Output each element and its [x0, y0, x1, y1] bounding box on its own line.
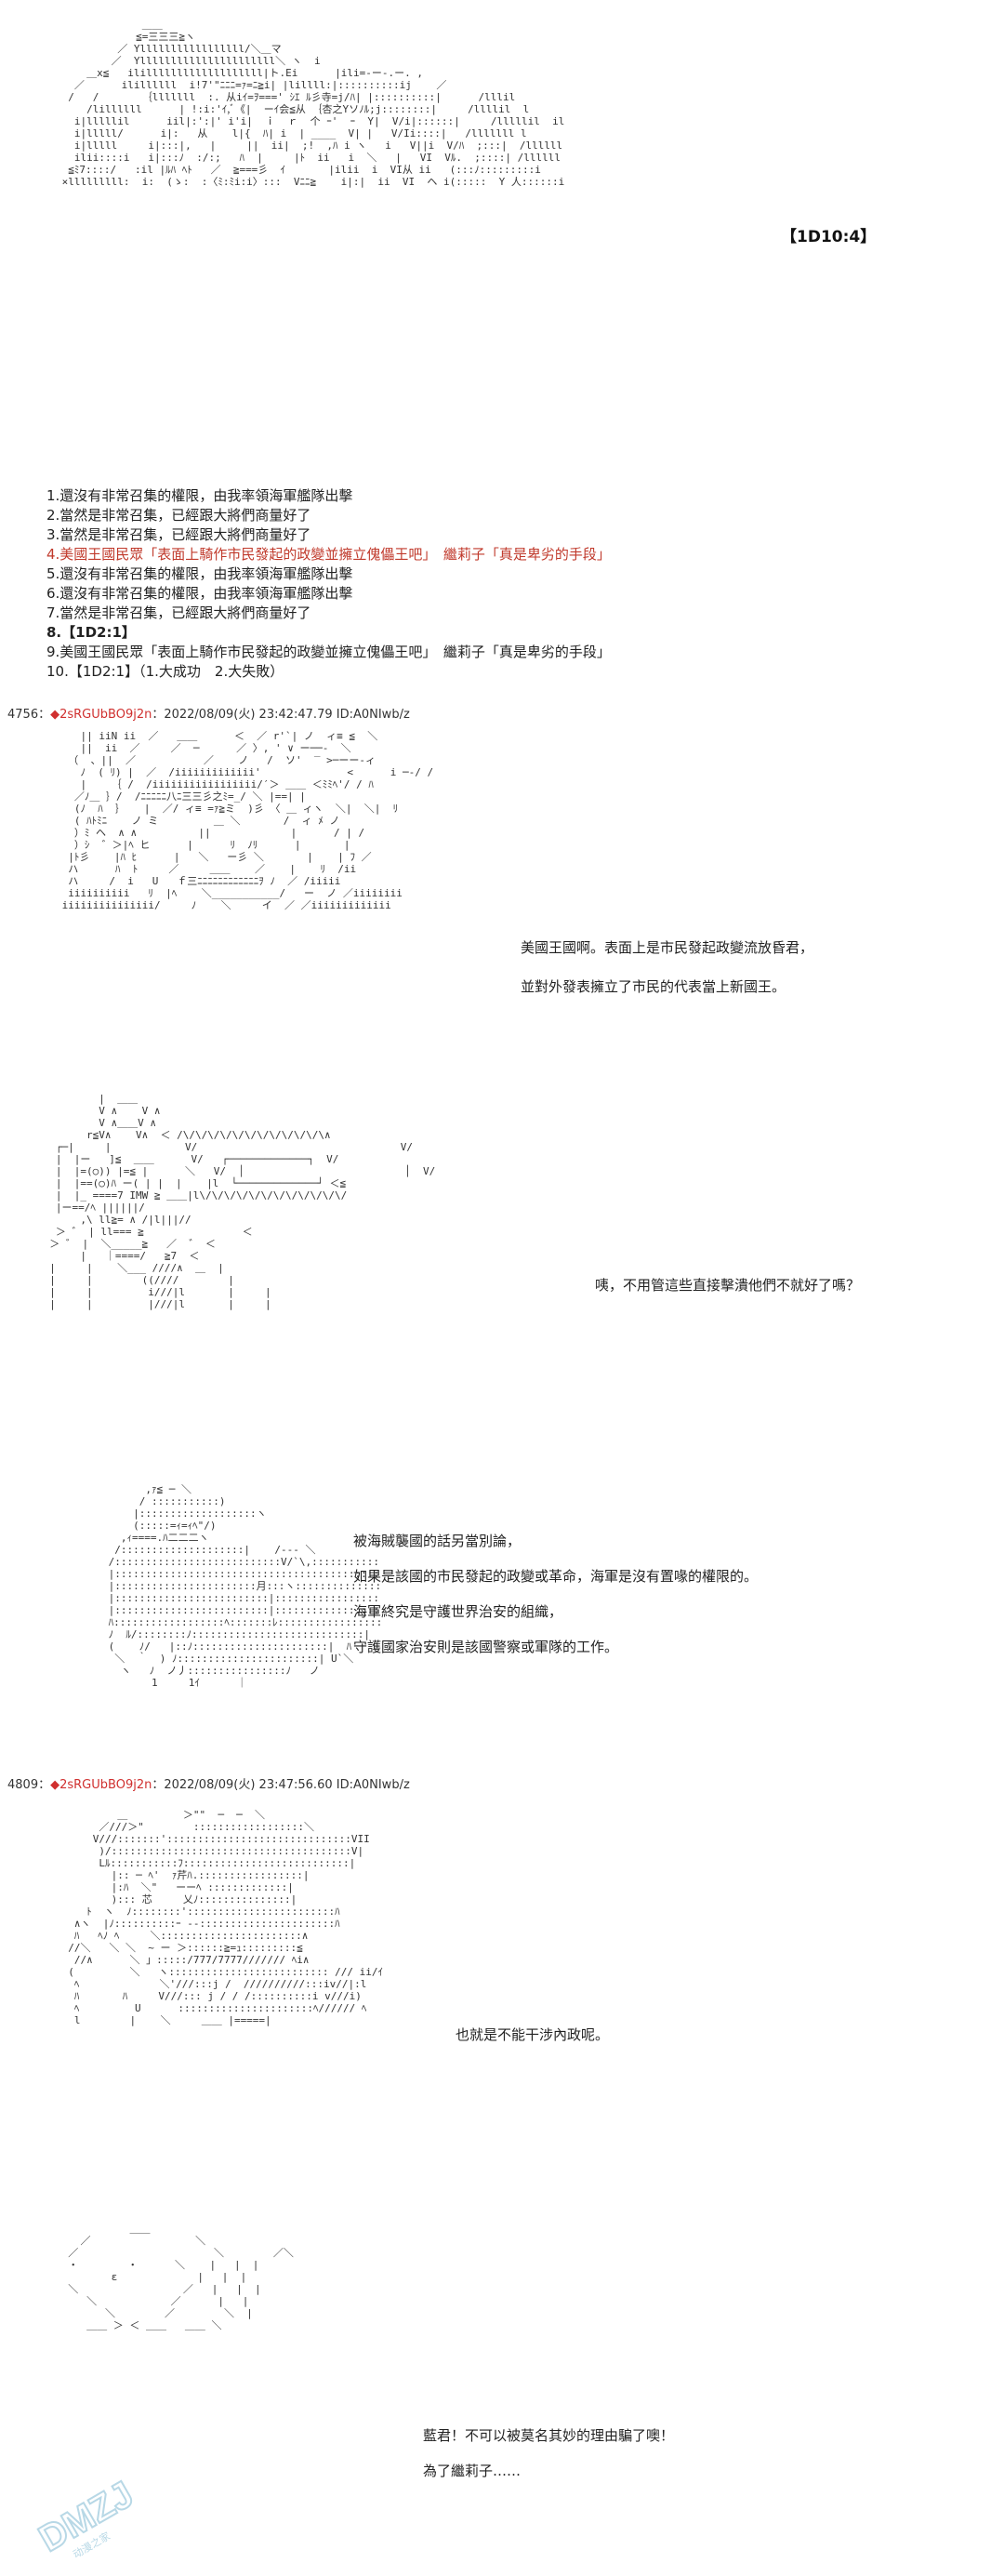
post-number[interactable]: 4809 — [7, 1778, 39, 1792]
post-header: 4809：◆2sRGUbBO9j2n：2022/08/09(火) 23:47:5… — [7, 1774, 410, 1792]
list-item: 7.當然是非常召集，已經跟大將們商量好了 — [46, 604, 311, 621]
dialogue-line: 為了繼莉子…… — [423, 2463, 522, 2479]
watermark-logo-group: DMZJ 动漫之家 — [32, 2474, 141, 2557]
dialogue-block: 藍君！不可以被莫名其妙的理由騙了噢！ 為了繼莉子…… — [423, 2418, 674, 2489]
dialogue-line: 美國王國啊。表面上是市民發起政變流放昏君， — [521, 939, 814, 956]
dialogue-line: 並對外發表擁立了市民的代表當上新國王。 — [521, 978, 786, 995]
post-separator: ： — [38, 708, 51, 722]
dialogue-line: 被海賊襲國的話另當別論， — [353, 1533, 522, 1549]
list-item: 5.還沒有非常召集的權限，由我率領海軍艦隊出擊 — [46, 565, 353, 582]
post-meta: ：2022/08/09(火) 23:47:56.60 ID:A0NIwb/z — [152, 1778, 410, 1792]
list-item: 3.當然是非常召集，已經跟大將們商量好了 — [46, 526, 311, 543]
poster-name[interactable]: ◆2sRGUbBO9j2n — [50, 708, 152, 722]
list-item: 10.【1D2:1】（1.大成功 2.大失敗） — [46, 663, 284, 680]
ascii-art-figure: ＿＿ ／ ＼ ／ ＼ ／＼ ・ ・ ＼ | | | ε | | | ＼ ／ | … — [68, 2223, 294, 2331]
watermark-logo: DMZJ 动漫之家 — [32, 2474, 141, 2557]
list-item: 9.美國王國民眾「表面上騎作市民發起的政變並擁立傀儡王吧」 繼莉子「真是卑劣的手… — [46, 644, 611, 660]
post-separator: ： — [38, 1778, 51, 1792]
dialogue-block: 咦，不用管這些直接擊潰他們不就好了嗎？ — [595, 1276, 860, 1295]
dialogue-line: 如果是該國的市民發起的政變或革命，海軍是沒有置喙的權限的。 — [353, 1568, 759, 1585]
dialogue-line: 海軍終究是守護世界治安的組織， — [353, 1603, 563, 1620]
list-item-selected: 4.美國王國民眾「表面上騎作市民發起的政變並擁立傀儡王吧」 繼莉子「真是卑劣的手… — [46, 546, 611, 563]
ascii-art-armored-man: ＿ ＞"" ─ ─ ＼ ／///＞" ::::::::::::::::::＼ V… — [68, 1809, 384, 2026]
dialogue-line: 守護國家治安則是該國警察或軍隊的工作。 — [353, 1639, 619, 1655]
ascii-art-king: || iiN ii ／ ＿＿ ＜ ／ r'`| ノ ィ≡ ≦ ＼ || ii ／… — [61, 730, 434, 911]
post-header: 4756：◆2sRGUbBO9j2n：2022/08/09(火) 23:42:4… — [7, 704, 410, 722]
ascii-art-warships: ＿＿ ≦=三三三≧ヽ ／ Ylllllllllllllllll/＼＿マ ／ Yl… — [61, 19, 565, 188]
dialogue-block: 美國王國啊。表面上是市民發起政變流放昏君， 並對外發表擁立了市民的代表當上新國王… — [521, 928, 813, 1006]
poster-name[interactable]: ◆2sRGUbBO9j2n — [50, 1778, 152, 1792]
dialogue-line: 咦，不用管這些直接擊潰他們不就好了嗎？ — [595, 1277, 861, 1294]
choice-list: 1.還沒有非常召集的權限，由我率領海軍艦隊出擊 2.當然是非常召集，已經跟大將們… — [46, 486, 611, 682]
dialogue-block: 被海賊襲國的話另當別論， 如果是該國的市民發起的政變或革命，海軍是沒有置喙的權限… — [353, 1523, 758, 1665]
ascii-art-admiral: ,ｧ≦ ─ ＼ / :::::::::::) |::::::::::::::::… — [108, 1483, 381, 1689]
dialogue-line: 也就是不能干涉內政呢。 — [456, 2026, 610, 2043]
post-meta: ：2022/08/09(火) 23:42:47.79 ID:A0NIwb/z — [152, 708, 410, 722]
dialogue-line: 藍君！不可以被莫名其妙的理由騙了噢！ — [423, 2427, 675, 2444]
list-item: 6.還沒有非常召集的權限，由我率領海軍艦隊出擊 — [46, 585, 353, 602]
ascii-art-chainsaw: | ＿＿ V ∧ V ∧ V ∧＿＿V ∧ r≦V∧ V∧ ＜ /\/\/\/\… — [49, 1093, 436, 1310]
list-item: 1.還沒有非常召集的權限，由我率領海軍艦隊出擊 — [46, 487, 353, 504]
list-item: 2.當然是非常召集，已經跟大將們商量好了 — [46, 507, 311, 524]
list-item: 8.【1D2:1】 — [46, 624, 136, 641]
dice-roll-result: 【1D10:4】 — [781, 228, 877, 246]
dialogue-block: 也就是不能干涉內政呢。 — [456, 2025, 609, 2044]
post-number[interactable]: 4756 — [7, 708, 39, 722]
